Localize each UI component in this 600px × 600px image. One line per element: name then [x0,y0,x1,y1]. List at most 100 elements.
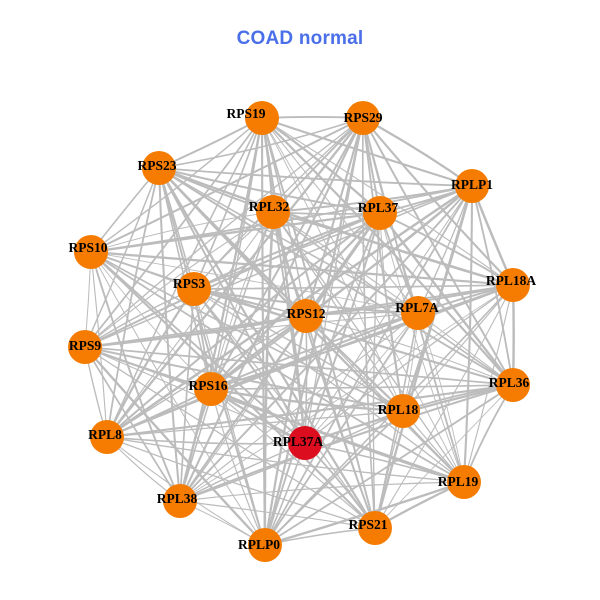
graph-node-rpl18a[interactable] [496,268,530,302]
graph-node-rps29[interactable] [346,101,380,135]
graph-node-rpl37[interactable] [363,196,397,230]
graph-edge [179,288,195,502]
graph-node-rps23[interactable] [142,151,176,185]
graph-edge [209,211,382,391]
graph-node-rps21[interactable] [358,511,392,545]
graph-edge [193,117,263,290]
graph-edge [264,212,381,546]
graph-edge [84,346,376,529]
graph-node-rps10[interactable] [74,235,108,269]
graph-edge [304,116,365,318]
graph-node-rps19[interactable] [245,101,279,135]
graph-edge [157,166,182,503]
graph-edge [193,288,266,546]
graph-edge [304,284,514,444]
graph-node-rpl38[interactable] [163,484,197,518]
graph-edge [179,500,376,529]
graph-node-rplp1[interactable] [455,169,489,203]
graph-edge [261,117,465,483]
graph-node-rplp0[interactable] [248,528,282,562]
graph-edge [209,283,515,391]
graph-edge [462,184,474,484]
graph-edge [304,442,465,483]
graph-node-rpl18[interactable] [386,394,420,428]
graph-edge [105,383,515,439]
graph-edge [193,288,376,529]
graph-edge [90,117,364,253]
graph-node-rpl36[interactable] [496,368,530,402]
graph-edge [305,315,514,386]
graph-edge [305,315,465,483]
graph-node-rps16[interactable] [194,372,228,406]
graph-node-rpl37a[interactable] [288,426,322,460]
graph-edge [305,315,376,529]
graph-edge [179,211,274,502]
graph-edge [192,211,382,291]
graph-edge [90,251,306,444]
graph-edge [106,436,306,445]
graph-edge [304,312,419,444]
graph-edge [264,185,473,546]
graph-edge [83,345,267,547]
page-title: COAD normal [236,28,364,49]
graph-edge [106,436,376,529]
graph-node-rpl7a[interactable] [401,296,435,330]
graph-edge [402,284,514,412]
graph-edge [304,212,381,444]
graph-edge [209,387,405,413]
graph-edge [158,167,266,546]
graph-edge [90,251,404,412]
nodes-layer [68,101,530,562]
graph-edge [84,346,404,412]
graph-edge [193,185,473,290]
graph-edge [193,288,465,483]
graph-edge [264,410,404,546]
graph-edge [272,211,514,386]
graph-edge [178,211,382,503]
graph-edge [106,410,404,438]
graph-edge [179,312,419,502]
graph-edge [89,250,515,287]
graph-edge [90,251,212,390]
graph-edge [158,167,473,187]
graph-edge [373,184,474,530]
graph-edge [463,284,514,483]
graph-edge [210,185,473,390]
graph-edge [84,185,473,348]
graph-edge [210,388,266,546]
graph-node-rpl19[interactable] [447,465,481,499]
graph-edge [106,436,465,483]
graph-edge [374,284,514,529]
graph-edge [361,116,474,188]
graph-edge [361,116,515,287]
graph-edge [210,388,376,529]
graph-edge [84,117,364,348]
graph-edge [209,387,466,484]
graph-edge [84,312,419,348]
graph-edge [193,288,306,444]
graph-edge [362,117,404,412]
graph-edge [90,211,274,253]
graph-node-rpl32[interactable] [256,195,290,229]
graph-node-rps9[interactable] [68,330,102,364]
graph-edge [158,167,306,444]
graph-node-rpl8[interactable] [90,420,124,454]
graph-edge [261,117,404,412]
graph-edge [264,312,419,546]
graph-edge [90,251,419,314]
graph-edge [84,211,274,348]
graph-edge [179,410,404,502]
graph-node-rps3[interactable] [177,272,211,306]
graph-edge [89,211,382,254]
graph-edge [372,212,381,529]
graph-edge [178,383,515,503]
graph-edge [84,346,514,386]
graph-node-rps12[interactable] [289,299,323,333]
graph-edge [362,117,514,386]
graph-edge [105,287,196,439]
graph-edge [179,185,473,502]
graph-edge [105,311,420,439]
graph-edge [378,211,515,387]
graph-edge [417,312,465,483]
